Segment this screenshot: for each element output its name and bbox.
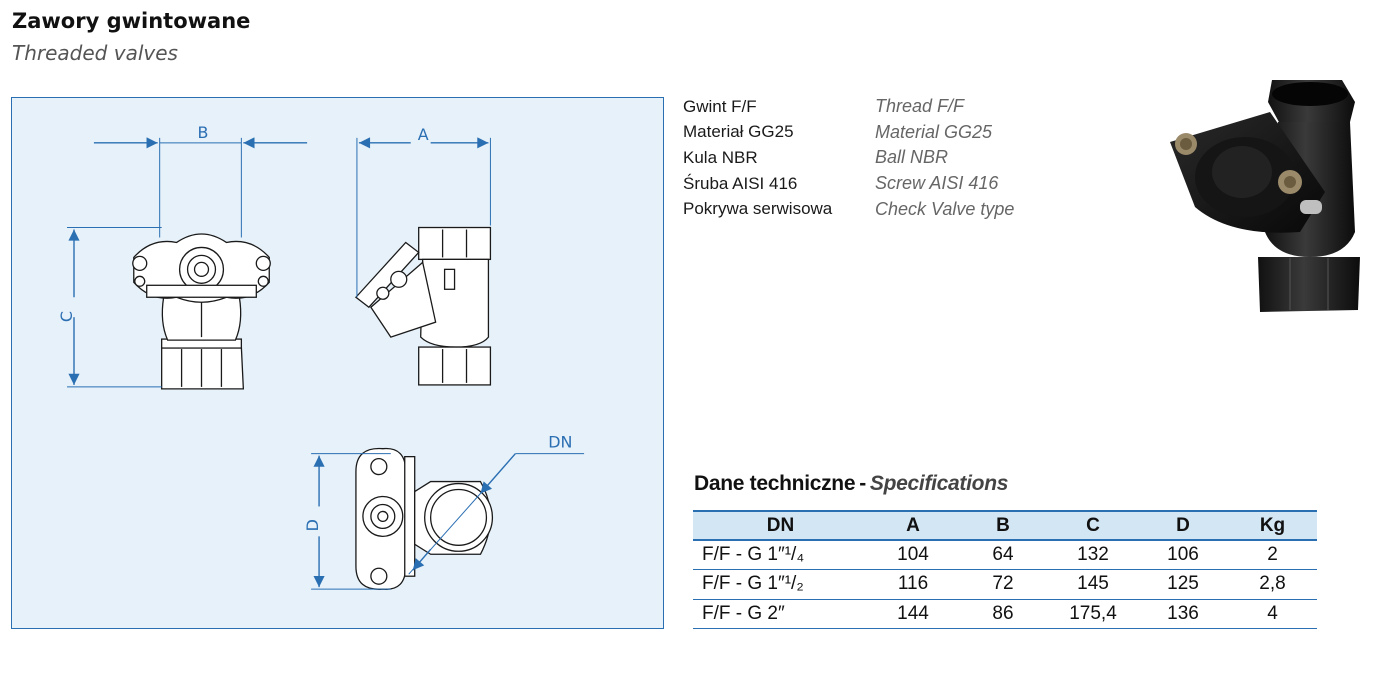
property-row: Gwint F/F Thread F/F bbox=[683, 94, 1063, 120]
page-title: Zawory gwintowane bbox=[12, 9, 251, 33]
property-row: Śruba AISI 416 Screw AISI 416 bbox=[683, 171, 1063, 197]
dim-label-b: B bbox=[198, 123, 209, 142]
column-header-b: B bbox=[958, 510, 1048, 541]
cell-c: 132 bbox=[1048, 540, 1138, 570]
table-row: F/F - G 2″ 144 86 175,4 136 4 bbox=[693, 599, 1317, 629]
table-row: F/F - G 1″¹/₂ 116 72 145 125 2,8 bbox=[693, 569, 1317, 600]
column-header-kg: Kg bbox=[1228, 510, 1317, 541]
property-en: Material GG25 bbox=[875, 121, 993, 142]
specs-heading-en: Specifications bbox=[869, 472, 1009, 495]
property-en: Check Valve type bbox=[875, 198, 1015, 219]
cell-c: 145 bbox=[1048, 569, 1138, 600]
front-view bbox=[132, 233, 271, 390]
property-pl: Materiał GG25 bbox=[683, 122, 794, 142]
specs-heading-pl: Dane techniczne bbox=[694, 472, 856, 495]
table-row: F/F - G 1″¹/₄ 104 64 132 106 2 bbox=[693, 540, 1317, 570]
property-row: Kula NBR Ball NBR bbox=[683, 145, 1063, 171]
property-en: Thread F/F bbox=[875, 96, 965, 117]
specifications-table: DN A B C D Kg F/F - G 1″¹/₄ 104 64 132 1… bbox=[693, 510, 1317, 629]
property-pl: Kula NBR bbox=[683, 147, 758, 167]
property-en: Screw AISI 416 bbox=[875, 173, 999, 194]
valve-product-photo bbox=[1150, 72, 1370, 342]
cell-c: 175,4 bbox=[1048, 599, 1138, 629]
specs-heading: Dane techniczne-Specifications bbox=[694, 472, 1008, 496]
cell-a: 104 bbox=[868, 540, 958, 570]
property-pl: Śruba AISI 416 bbox=[683, 173, 798, 193]
cell-d: 125 bbox=[1138, 569, 1228, 600]
cell-kg: 2,8 bbox=[1228, 569, 1317, 600]
cell-b: 64 bbox=[958, 540, 1048, 570]
technical-drawing-panel: B C A bbox=[11, 97, 664, 629]
property-row: Pokrywa serwisowa Check Valve type bbox=[683, 196, 1063, 222]
column-header-d: D bbox=[1138, 510, 1228, 541]
cell-b: 86 bbox=[958, 599, 1048, 629]
column-header-a: A bbox=[868, 510, 958, 541]
technical-drawing: B C A bbox=[57, 123, 585, 590]
cell-a: 116 bbox=[868, 569, 958, 600]
page-subtitle: Threaded valves bbox=[12, 41, 178, 65]
cell-kg: 2 bbox=[1228, 540, 1317, 570]
cell-d: 106 bbox=[1138, 540, 1228, 570]
dim-label-d: D bbox=[303, 519, 322, 531]
column-header-dn: DN bbox=[693, 510, 868, 541]
cell-b: 72 bbox=[958, 569, 1048, 600]
cell-dn: F/F - G 1″¹/₂ bbox=[693, 569, 868, 600]
cell-kg: 4 bbox=[1228, 599, 1317, 629]
property-row: Materiał GG25 Material GG25 bbox=[683, 120, 1063, 146]
cell-dn: F/F - G 2″ bbox=[693, 599, 868, 629]
property-en: Ball NBR bbox=[875, 147, 949, 168]
cell-d: 136 bbox=[1138, 599, 1228, 629]
properties-list: Gwint F/F Thread F/F Materiał GG25 Mater… bbox=[683, 94, 1063, 222]
dim-label-a: A bbox=[418, 125, 429, 144]
table-header-row: DN A B C D Kg bbox=[693, 510, 1317, 541]
property-pl: Pokrywa serwisowa bbox=[683, 199, 833, 219]
dim-label-dn: DN bbox=[548, 433, 572, 452]
side-view bbox=[354, 226, 492, 386]
column-header-c: C bbox=[1048, 510, 1138, 541]
cell-dn: F/F - G 1″¹/₄ bbox=[693, 540, 868, 570]
dim-label-c: C bbox=[57, 311, 76, 322]
property-pl: Gwint F/F bbox=[683, 96, 757, 116]
cell-a: 144 bbox=[868, 599, 958, 629]
specs-heading-separator: - bbox=[859, 472, 866, 495]
bottom-view bbox=[355, 447, 494, 590]
